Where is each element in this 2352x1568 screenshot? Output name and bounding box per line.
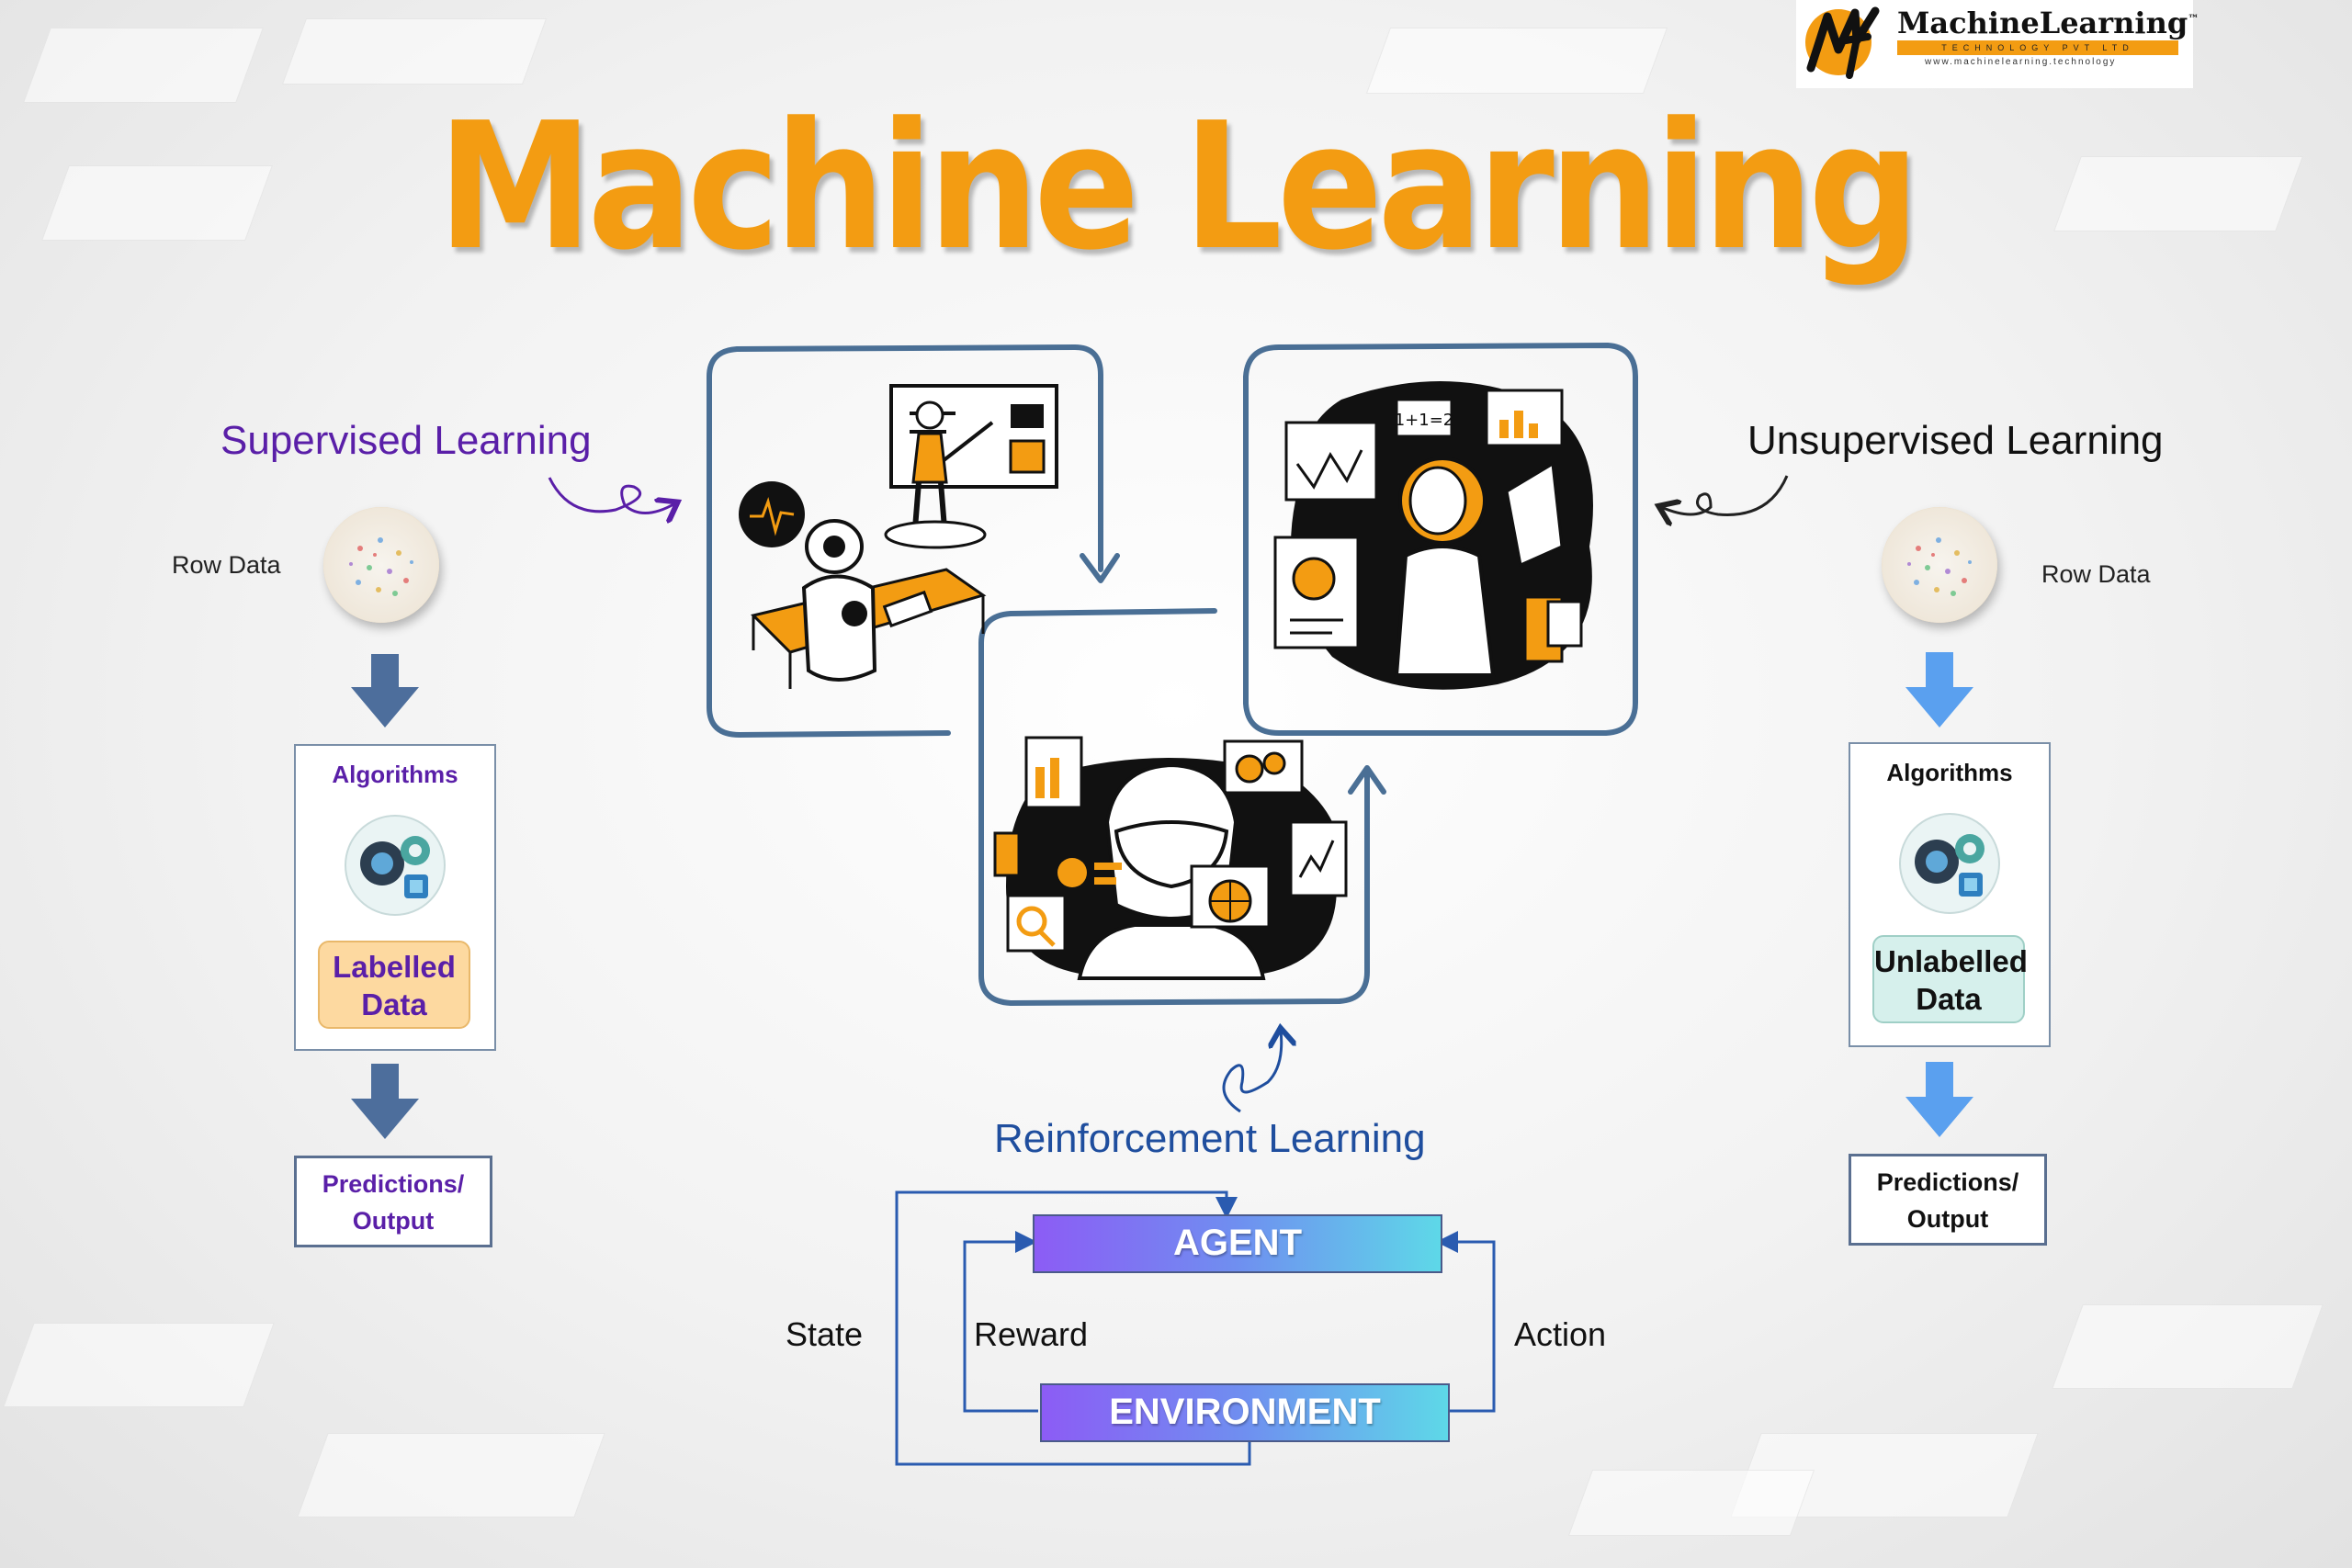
state-label: State xyxy=(786,1315,864,1353)
unsupervised-output-box: Predictions/ Output xyxy=(1849,1154,2047,1246)
supervised-algorithms-label: Algorithms xyxy=(332,761,458,788)
frame-supervised-arrowhead xyxy=(1080,553,1120,583)
unlabelled-data-badge: Unlabelled Data xyxy=(1872,935,2028,1023)
reward-loop xyxy=(963,1231,1038,1413)
supervised-algorithms-box: Algorithms Labelled Data xyxy=(294,744,496,1051)
supervised-learning-title: Supervised Learning xyxy=(220,418,592,463)
frame-reinforcement xyxy=(978,608,1370,1007)
environment-box: ENVIRONMENT xyxy=(1040,1383,1450,1442)
agent-box: AGENT xyxy=(1033,1214,1442,1273)
raw-data-dish-icon xyxy=(1882,507,1997,623)
equation-text: 1+1=2 xyxy=(1395,411,1454,430)
reward-label: Reward xyxy=(974,1315,1089,1353)
logo-url: www.machinelearning.technology xyxy=(1925,57,2117,67)
frame-supervised xyxy=(707,344,1103,739)
down-arrow-icon xyxy=(1905,1062,1973,1137)
page-title: Machine Learning xyxy=(437,85,1920,289)
down-arrow-icon xyxy=(1905,652,1973,728)
logo-tagline: TECHNOLOGY PVT LTD xyxy=(1897,40,2178,55)
gear-brain-icon xyxy=(1899,813,2000,914)
reinforcement-learning-title: Reinforcement Learning xyxy=(994,1116,1426,1161)
supervised-raw-data-label: Row Data xyxy=(172,551,281,579)
supervised-output-box: Predictions/ Output xyxy=(294,1156,492,1247)
raw-data-dish-icon xyxy=(323,507,439,623)
action-loop xyxy=(1436,1231,1496,1413)
frame-reinforcement-arrowhead xyxy=(1348,765,1386,795)
reinforcement-illustration xyxy=(993,736,1348,980)
unsupervised-algorithms-box: Algorithms Unlabelled Data xyxy=(1849,742,2051,1047)
supervised-illustration xyxy=(739,384,1058,689)
gear-brain-icon xyxy=(345,815,446,916)
company-logo: MachineLearning™ TECHNOLOGY PVT LTD www.… xyxy=(1796,0,2199,88)
unsupervised-illustration: 1+1=2 xyxy=(1273,381,1593,690)
curly-arrow-icon xyxy=(1661,475,1789,514)
unsupervised-raw-data-label: Row Data xyxy=(2041,560,2151,588)
down-arrow-icon xyxy=(351,654,419,728)
labelled-data-badge: Labelled Data xyxy=(318,941,470,1029)
logo-mark-icon xyxy=(1805,6,1880,79)
state-loop xyxy=(895,1190,1251,1466)
unsupervised-algorithms-label: Algorithms xyxy=(1886,759,2013,786)
frame-unsupervised xyxy=(1243,342,1638,736)
logo-brand: MachineLearning™ xyxy=(1897,6,2199,40)
curly-arrow-icon xyxy=(548,477,675,513)
curly-arrow-icon xyxy=(1222,1031,1282,1113)
down-arrow-icon xyxy=(351,1064,419,1139)
action-label: Action xyxy=(1514,1315,1607,1353)
unsupervised-learning-title: Unsupervised Learning xyxy=(1747,418,2164,463)
